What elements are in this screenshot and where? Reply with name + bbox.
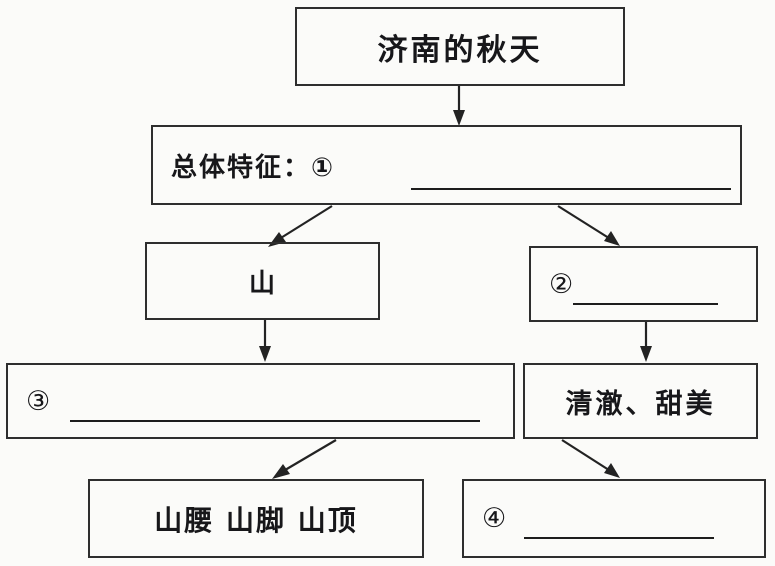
node-blank-two-label: ② [549, 268, 575, 300]
node-blank-four[interactable]: ④ [462, 479, 766, 558]
node-blank-three[interactable]: ③ [6, 363, 515, 439]
node-blank-four-label: ④ [482, 503, 508, 534]
node-blank-three-label: ③ [26, 385, 52, 417]
node-title[interactable]: 济南的秋天 [295, 7, 625, 86]
node-water-quality[interactable]: 清澈、甜美 [523, 363, 758, 439]
node-water-quality-label: 清澈、甜美 [565, 388, 716, 420]
blank-line-4[interactable] [524, 537, 714, 539]
node-mountain-parts[interactable]: 山腰 山脚 山顶 [88, 479, 424, 558]
blank-line-2[interactable] [573, 303, 718, 305]
node-overall-feature-label: 总体特征：① [171, 152, 336, 183]
node-title-label: 济南的秋天 [377, 32, 543, 68]
node-blank-two[interactable]: ② [529, 246, 758, 322]
node-mountain[interactable]: 山 [145, 242, 380, 320]
node-mountain-label: 山 [248, 268, 276, 299]
node-overall-feature[interactable]: 总体特征：① [151, 125, 742, 205]
blank-line-3[interactable] [70, 420, 480, 422]
node-mountain-parts-label: 山腰 山脚 山顶 [154, 503, 358, 537]
blank-line-1[interactable] [411, 188, 731, 190]
